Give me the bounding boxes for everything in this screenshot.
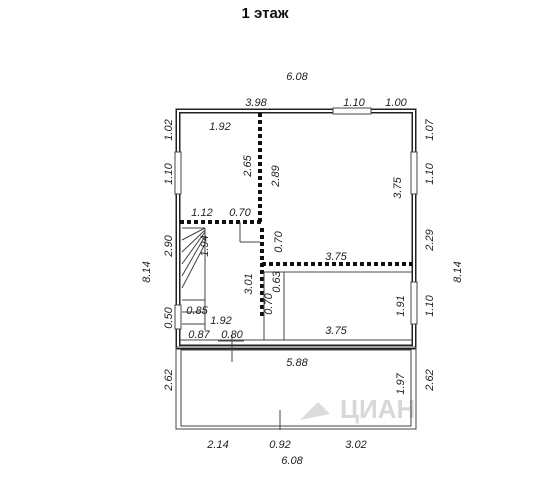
outer-wall-inner bbox=[177, 110, 415, 348]
dim-col-w2: 0.70 bbox=[263, 292, 275, 314]
watermark-logo-icon bbox=[300, 402, 330, 420]
dim-room3-h: 1.91 bbox=[395, 295, 407, 316]
dim-left-1: 1.02 bbox=[163, 119, 175, 140]
dim-right-2: 1.10 bbox=[424, 162, 436, 184]
dim-stair-room-w: 1.92 bbox=[210, 315, 231, 327]
dim-left-4: 0.50 bbox=[163, 306, 175, 328]
dim-bottom-door: 0.92 bbox=[269, 439, 290, 451]
dim-col-w1: 0.63 bbox=[271, 270, 283, 292]
dim-stair-h: 1.94 bbox=[199, 235, 211, 256]
dim-bottom-left: 2.14 bbox=[206, 439, 228, 451]
outer-wall bbox=[175, 108, 417, 350]
dim-right-1: 1.07 bbox=[424, 118, 436, 140]
dim-right-3: 2.29 bbox=[424, 229, 436, 251]
dim-hall-v1: 0.70 bbox=[273, 230, 285, 252]
dim-stair-w: 0.85 bbox=[186, 305, 208, 317]
dim-veranda-h: 1.97 bbox=[395, 372, 407, 394]
dim-hall-w1: 1.12 bbox=[191, 207, 212, 219]
dim-veranda-w: 5.88 bbox=[286, 357, 308, 369]
dim-room1-w: 1.92 bbox=[209, 121, 230, 133]
watermark: ЦИАН bbox=[340, 394, 415, 424]
dim-right-veranda: 2.62 bbox=[424, 369, 436, 391]
dim-right-4: 1.10 bbox=[424, 294, 436, 316]
dim-bottom-total: 6.08 bbox=[281, 455, 303, 467]
dim-left-total: 8.14 bbox=[141, 261, 153, 282]
veranda-inner bbox=[180, 349, 412, 427]
dim-room3-w: 3.75 bbox=[325, 325, 347, 337]
dim-left-2: 1.10 bbox=[163, 162, 175, 184]
dim-col-h: 3.01 bbox=[243, 273, 255, 294]
dim-left-3: 2.90 bbox=[163, 234, 175, 257]
dim-mid-w: 3.75 bbox=[325, 251, 347, 263]
dim-part-v-h: 2.89 bbox=[270, 165, 282, 187]
floor-title: 1 этаж bbox=[242, 5, 289, 22]
dim-right-total: 8.14 bbox=[452, 261, 464, 282]
dim-bottom-right: 3.02 bbox=[345, 439, 366, 451]
dim-top-total: 6.08 bbox=[286, 71, 308, 83]
window-right-top bbox=[410, 151, 418, 195]
dim-left-veranda: 2.62 bbox=[163, 369, 175, 391]
veranda-outline bbox=[175, 346, 417, 430]
window-left-top bbox=[174, 151, 182, 195]
dim-bottom-a: 0.87 bbox=[188, 329, 210, 341]
dim-room1-h: 2.65 bbox=[242, 154, 254, 177]
dim-top-win: 1.10 bbox=[343, 97, 365, 109]
window-left-bottom bbox=[174, 304, 182, 330]
dim-hall-w2: 0.70 bbox=[229, 207, 251, 219]
dim-big-room-h: 3.75 bbox=[392, 176, 404, 198]
staircase bbox=[181, 227, 206, 330]
dim-top-right: 1.00 bbox=[385, 97, 407, 109]
dim-top-left: 3.98 bbox=[245, 97, 267, 109]
window-right-bottom bbox=[410, 281, 418, 325]
window-top bbox=[332, 107, 372, 115]
dim-bottom-b: 0.80 bbox=[221, 329, 243, 341]
